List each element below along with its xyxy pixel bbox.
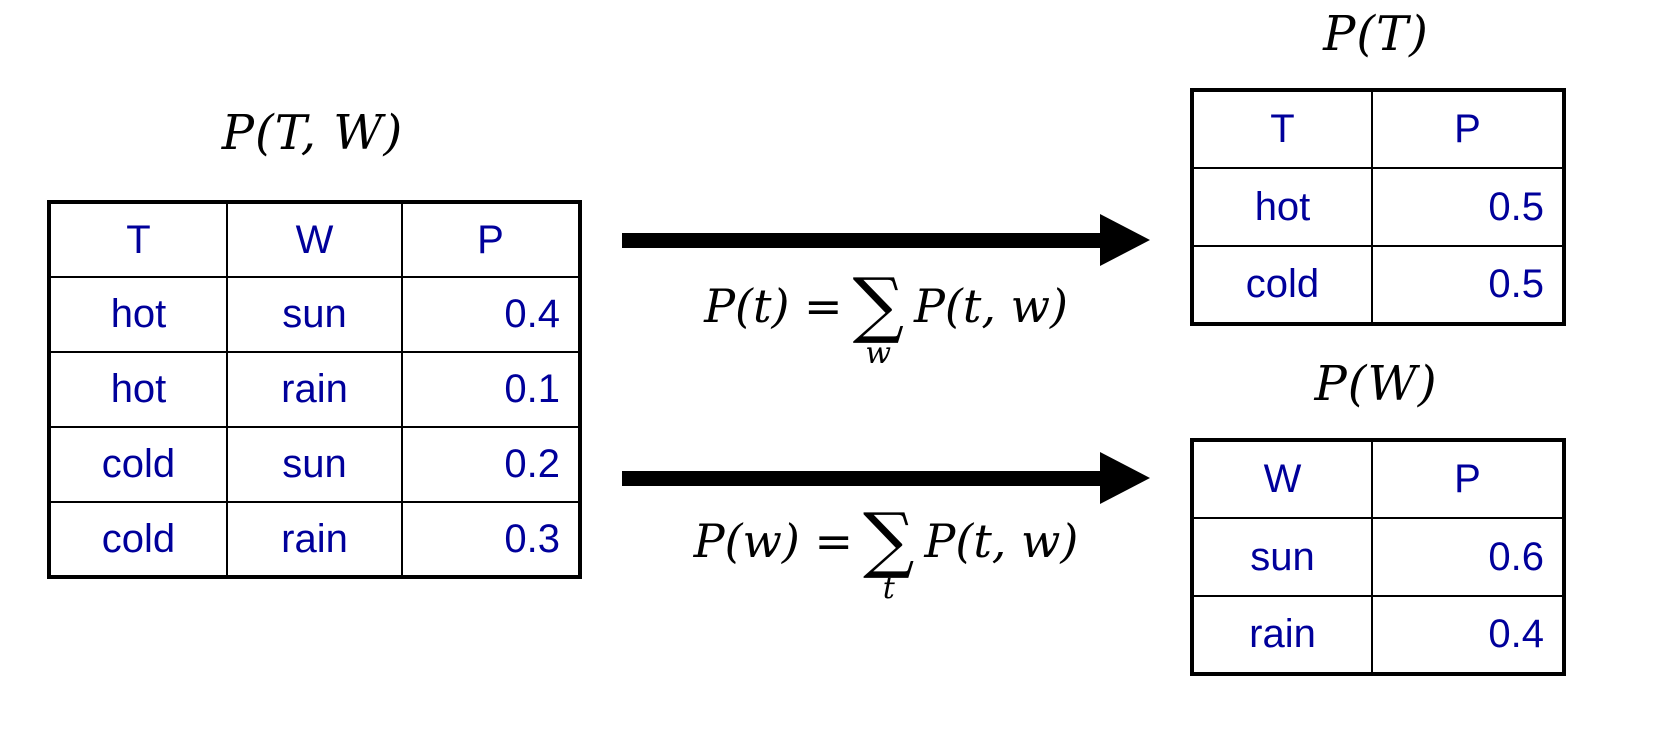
joint-table-title: P(T, W) bbox=[221, 105, 404, 161]
table-row: rain 0.4 bbox=[1191, 595, 1565, 675]
marginalize-t-arrow bbox=[622, 214, 1150, 266]
table-cell: hot bbox=[48, 351, 228, 428]
table-cell: 0.6 bbox=[1371, 517, 1565, 597]
formula-marginal-w: P(w) = ∑ t P(t, w) bbox=[622, 493, 1150, 604]
marginal-w-table: W P sun 0.6 rain 0.4 bbox=[1190, 438, 1566, 676]
sigma-icon: ∑ bbox=[852, 262, 904, 346]
table-row: hot sun 0.4 bbox=[48, 276, 581, 353]
formula-rhs: P(t, w) bbox=[913, 278, 1068, 333]
sigma-subscript: t bbox=[882, 571, 895, 607]
marginal-w-table-title: P(W) bbox=[1314, 356, 1438, 412]
table-cell: 0.4 bbox=[401, 276, 581, 353]
summation: ∑ t bbox=[863, 497, 915, 607]
formula-rhs: P(t, w) bbox=[924, 513, 1079, 568]
table-row: cold 0.5 bbox=[1191, 245, 1565, 325]
formula-lhs: P(w) = bbox=[693, 513, 854, 568]
table-cell: sun bbox=[226, 276, 403, 353]
sigma-subscript: w bbox=[865, 336, 892, 372]
table-cell: cold bbox=[48, 501, 228, 578]
table-header-row: T W P bbox=[48, 201, 581, 278]
column-header-p: P bbox=[1371, 439, 1565, 519]
table-cell: sun bbox=[1191, 517, 1373, 597]
table-cell: 0.3 bbox=[401, 501, 581, 578]
arrow-shaft bbox=[622, 470, 1100, 486]
table-cell: rain bbox=[226, 351, 403, 428]
table-header-row: T P bbox=[1191, 89, 1565, 169]
table-row: sun 0.6 bbox=[1191, 517, 1565, 597]
table-row: cold sun 0.2 bbox=[48, 426, 581, 503]
table-cell: 0.4 bbox=[1371, 595, 1565, 675]
column-header-t: T bbox=[48, 201, 228, 278]
joint-distribution-table: T W P hot sun 0.4 hot rain 0.1 cold sun … bbox=[47, 200, 582, 579]
table-row: hot rain 0.1 bbox=[48, 351, 581, 428]
table-cell: sun bbox=[226, 426, 403, 503]
arrow-head-icon bbox=[1100, 452, 1150, 504]
table-cell: hot bbox=[1191, 167, 1373, 247]
table-row: hot 0.5 bbox=[1191, 167, 1565, 247]
table-row: cold rain 0.3 bbox=[48, 501, 581, 578]
column-header-w: W bbox=[1191, 439, 1373, 519]
marginal-t-table-title: P(T) bbox=[1323, 6, 1429, 62]
table-cell: 0.5 bbox=[1371, 167, 1565, 247]
table-cell: 0.1 bbox=[401, 351, 581, 428]
column-header-p: P bbox=[1371, 89, 1565, 169]
sigma-icon: ∑ bbox=[863, 497, 915, 581]
table-cell: cold bbox=[48, 426, 228, 503]
column-header-p: P bbox=[401, 201, 581, 278]
table-cell: 0.2 bbox=[401, 426, 581, 503]
marginal-t-table: T P hot 0.5 cold 0.5 bbox=[1190, 88, 1566, 326]
table-cell: rain bbox=[1191, 595, 1373, 675]
table-cell: rain bbox=[226, 501, 403, 578]
column-header-t: T bbox=[1191, 89, 1373, 169]
arrow-shaft bbox=[622, 232, 1100, 248]
table-cell: 0.5 bbox=[1371, 245, 1565, 325]
summation: ∑ w bbox=[852, 262, 904, 372]
formula-marginal-t: P(t) = ∑ w P(t, w) bbox=[622, 258, 1150, 369]
arrow-head-icon bbox=[1100, 214, 1150, 266]
table-cell: cold bbox=[1191, 245, 1373, 325]
marginalize-w-arrow bbox=[622, 452, 1150, 504]
formula-lhs: P(t) = bbox=[704, 278, 843, 333]
table-cell: hot bbox=[48, 276, 228, 353]
table-header-row: W P bbox=[1191, 439, 1565, 519]
column-header-w: W bbox=[226, 201, 403, 278]
